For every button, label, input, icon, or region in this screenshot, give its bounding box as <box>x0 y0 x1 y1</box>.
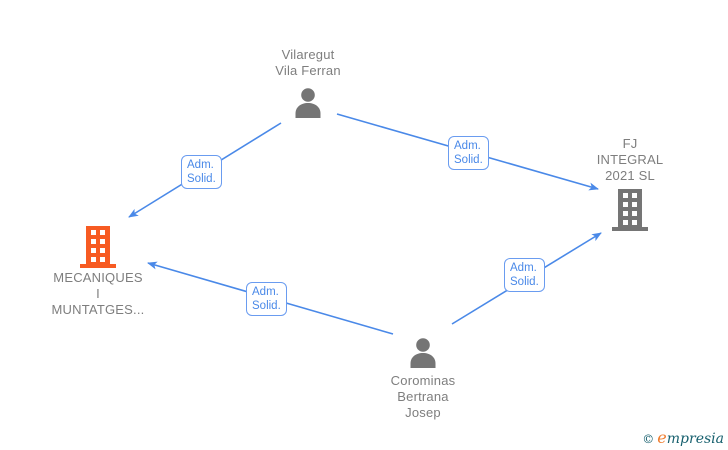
node-label-corominas[interactable]: Corominas Bertrana Josep <box>353 373 493 421</box>
node-label-mecaniques[interactable]: MECANIQUES I MUNTATGES... <box>28 270 168 318</box>
building-icon[interactable] <box>77 226 119 273</box>
node-text: MUNTATGES... <box>51 302 145 317</box>
building-icon[interactable] <box>611 189 649 236</box>
brand-initial: e <box>657 428 667 447</box>
person-icon[interactable] <box>407 337 439 373</box>
node-text: Josep <box>405 405 441 420</box>
node-text: INTEGRAL <box>596 152 664 167</box>
node-text: MECANIQUES <box>53 270 143 285</box>
copyright-icon: © <box>642 432 655 446</box>
node-text: 2021 SL <box>605 168 655 183</box>
edge-label-adm-solid: Adm. Solid. <box>181 155 222 189</box>
edge-label-adm-solid: Adm. Solid. <box>448 136 489 170</box>
node-text: I <box>96 286 100 301</box>
empresia-logo[interactable]: ©empresia <box>642 428 724 447</box>
node-label-fj-integral[interactable]: FJ INTEGRAL 2021 SL <box>565 136 695 184</box>
person-icon[interactable] <box>292 87 324 123</box>
node-text: Corominas <box>390 373 456 388</box>
edge-label-adm-solid: Adm. Solid. <box>504 258 545 292</box>
edge-label-adm-solid: Adm. Solid. <box>246 282 287 316</box>
brand-name: mpresia <box>666 431 724 447</box>
node-text: Bertrana <box>397 389 449 404</box>
node-text: Vila Ferran <box>275 63 341 78</box>
node-label-vilaregut[interactable]: Vilaregut Vila Ferran <box>238 47 378 79</box>
node-text: Vilaregut <box>281 47 335 62</box>
node-text: FJ <box>622 136 638 151</box>
